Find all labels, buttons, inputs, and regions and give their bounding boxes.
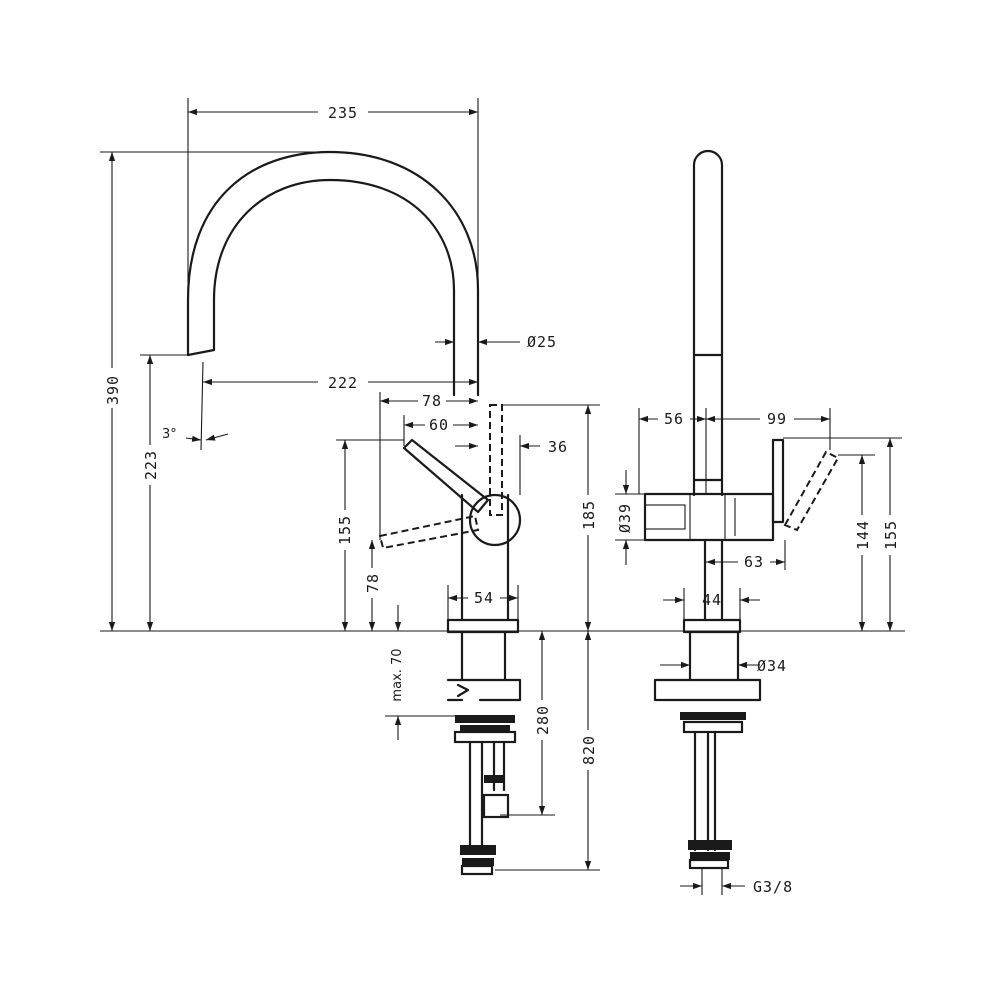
dim-78-low: 78	[364, 573, 382, 593]
dim-max-70: max. 70	[390, 648, 405, 701]
dim-44: 44	[702, 591, 722, 609]
dim-diameter-25: Ø25	[527, 333, 557, 351]
spout-inner-outline	[212, 178, 456, 397]
dimension-lines	[100, 98, 902, 895]
dim-54: 54	[474, 589, 494, 607]
dim-diameter-34: Ø34	[757, 657, 787, 675]
dimension-labels: 235 390 223 Ø25 222 78 60 36 3° 185 155 …	[100, 102, 902, 896]
lever-knob	[468, 493, 522, 547]
dim-144: 144	[854, 520, 872, 550]
dim-222: 222	[328, 374, 358, 392]
side-spout	[692, 149, 724, 497]
lever-dashed-lower	[378, 514, 480, 550]
side-lever-handle	[771, 438, 785, 524]
dim-g3-8: G3/8	[753, 878, 793, 896]
dim-60: 60	[429, 416, 449, 434]
dim-36: 36	[548, 438, 568, 456]
dim-angle-3: 3°	[162, 427, 177, 442]
dim-235: 235	[328, 104, 358, 122]
mounting-nut	[446, 678, 522, 702]
dim-78-top: 78	[422, 392, 442, 410]
dim-99: 99	[767, 410, 787, 428]
lever-dashed-position	[489, 404, 503, 516]
dim-155-front: 155	[336, 515, 354, 545]
dim-223: 223	[142, 450, 160, 480]
dim-280: 280	[534, 705, 552, 735]
dim-56: 56	[664, 410, 684, 428]
dim-390: 390	[104, 375, 122, 405]
front-view	[100, 150, 600, 876]
spout-outline	[186, 150, 480, 397]
dim-820: 820	[580, 735, 598, 765]
side-mounting-nut	[653, 678, 762, 702]
base-plate	[446, 618, 520, 634]
side-lever-dashed	[783, 450, 840, 532]
dim-diameter-39: Ø39	[616, 503, 634, 533]
side-cartridge	[643, 492, 775, 542]
dim-63: 63	[744, 553, 764, 571]
dim-155-side: 155	[882, 520, 900, 550]
dim-185: 185	[580, 500, 598, 530]
side-view	[600, 149, 905, 870]
lever-handle	[402, 438, 490, 514]
